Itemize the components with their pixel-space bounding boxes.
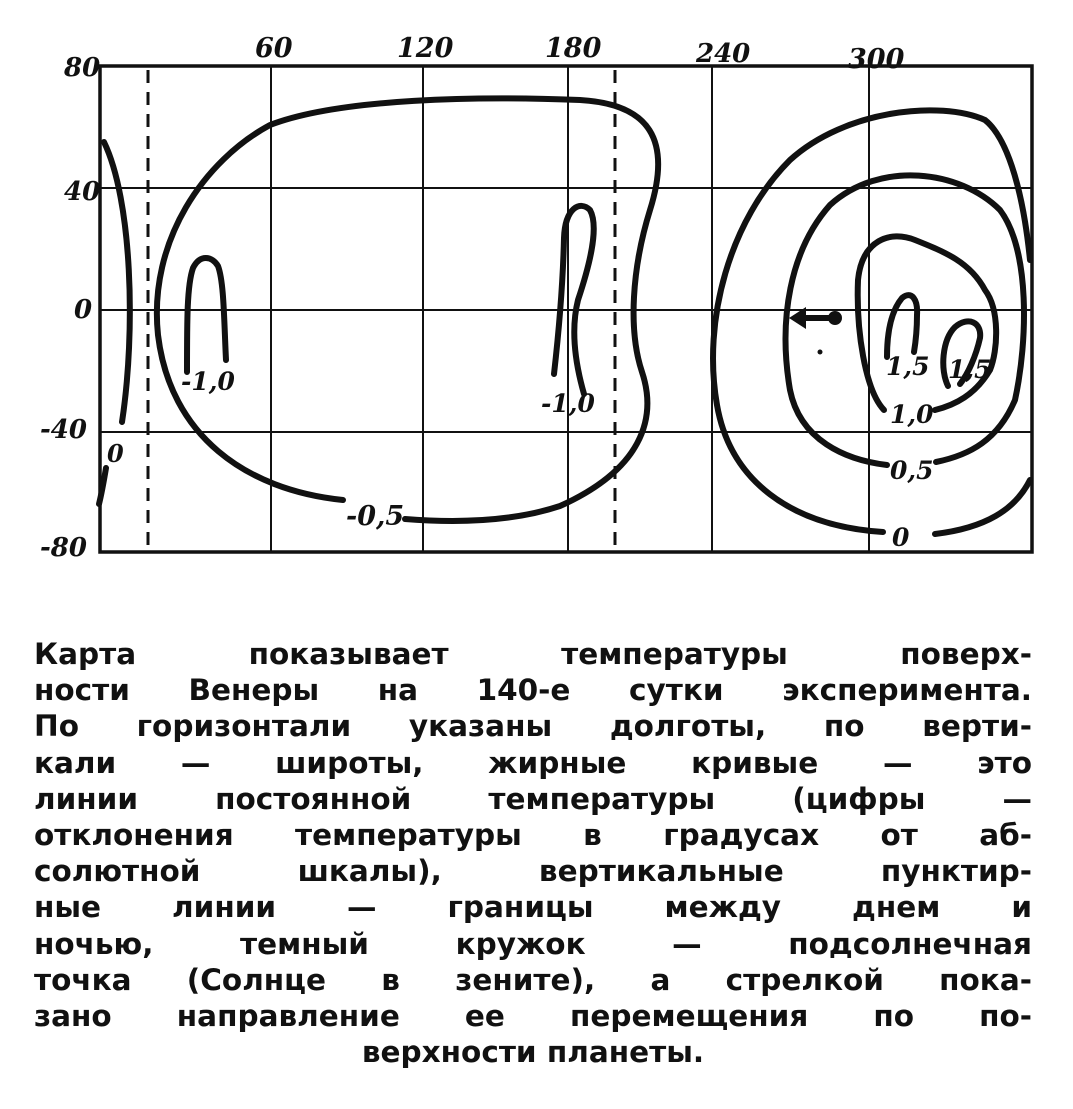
caption-line: отклонения температуры в градусах от аб- (34, 818, 1032, 853)
temperature-map: 60 120 180 240 300 80 40 0 -40 -80 0 - (40, 33, 1034, 563)
isotherm-zero-right-tail (932, 477, 1033, 537)
arrow-head-icon (789, 307, 806, 329)
isotherm-zero-left (101, 139, 133, 425)
y-tick-minus-80: -80 (40, 533, 87, 563)
caption-line: кали — широты, жирные кривые — это (34, 745, 1032, 780)
x-tick-120: 120 (397, 33, 454, 64)
x-tick-180: 180 (545, 33, 602, 64)
contour-label-minus-half: -0,5 (346, 501, 404, 532)
isotherm-one (854, 233, 1000, 413)
isotherm-minus-one-center (551, 202, 597, 397)
contour-label-one-half-a: 1,5 (886, 352, 930, 381)
isotherm-one-half-b (940, 318, 984, 389)
isotherm-one-half-a (884, 292, 921, 360)
y-tick-40: 40 (64, 177, 100, 207)
isotherm-half (782, 172, 1027, 468)
y-tick-0: 0 (74, 295, 92, 325)
contour-label-minus-one-left: -1,0 (181, 367, 235, 396)
contour-label-zero-left: 0 (107, 439, 124, 468)
caption-line: линии постоянной температуры (цифры — (34, 781, 1032, 816)
contour-label-minus-one-center: -1,0 (541, 389, 595, 418)
subsolar-point (828, 311, 842, 325)
caption-line: зано направление ее перемещения по по- (34, 999, 1032, 1034)
isotherm-minus-half (153, 95, 662, 524)
speck (817, 349, 823, 355)
isotherms (96, 95, 1033, 537)
x-tick-300: 300 (848, 44, 905, 75)
y-tick-80: 80 (63, 53, 100, 83)
contour-label-one: 1,0 (890, 400, 934, 429)
subsolar-point-marker (789, 307, 842, 355)
caption-line: ные линии — границы между днем и (34, 890, 1032, 925)
isotherm-minus-one-left (184, 255, 229, 375)
caption-line: Карта показывает температуры поверх- (34, 637, 1032, 671)
isotherm-zero-right (710, 107, 1033, 535)
contour-label-half: 0,5 (890, 456, 934, 485)
caption-line: ности Венеры на 140-е сутки эксперимента… (34, 673, 1032, 708)
contour-label-one-half-b: 1,5 (948, 355, 992, 384)
caption-line: По горизонтали указаны долготы, по верти… (34, 709, 1032, 744)
caption-line: ночью, темный кружок — подсолнечная (34, 926, 1032, 961)
map-grid (98, 64, 1034, 554)
x-tick-60: 60 (255, 33, 293, 64)
caption-line: верхности планеты. (361, 1035, 705, 1070)
figure-caption: Карта показывает температуры поверх- нос… (34, 636, 1032, 1070)
y-tick-minus-40: -40 (40, 415, 87, 445)
isotherm-zero-left-tail (96, 465, 109, 507)
caption-line: солютной шкалы), вертикальные пунктир- (34, 854, 1032, 889)
caption-line: точка (Солнце в зените), а стрелкой пока… (34, 962, 1032, 997)
contour-label-zero-right: 0 (892, 523, 910, 552)
x-tick-240: 240 (695, 39, 750, 69)
